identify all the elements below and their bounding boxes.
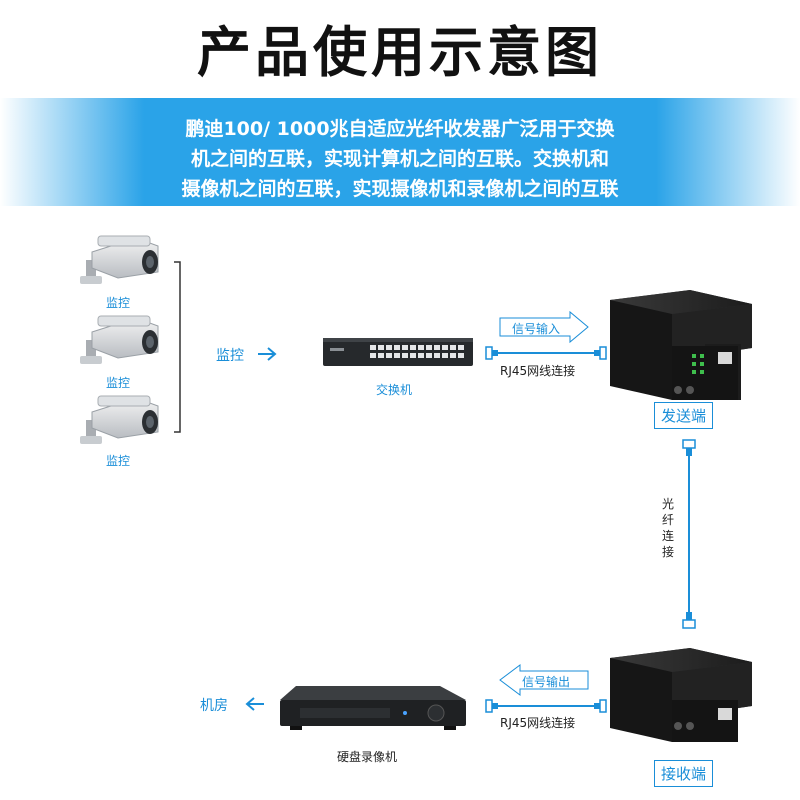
camera-2 [80, 316, 158, 364]
signal-in-label: 信号输入 [512, 320, 560, 337]
fiber-label-char: 接 [660, 544, 676, 560]
fiber-label-char: 纤 [660, 512, 676, 528]
fiber-label-char: 光 [660, 496, 676, 512]
camera-2-label: 监控 [106, 374, 130, 391]
sender-label: 发送端 [654, 402, 713, 429]
camera-3 [80, 396, 158, 444]
receiver-label: 接收端 [654, 760, 713, 787]
sender-transceiver [610, 290, 752, 400]
switch-label: 交换机 [376, 381, 412, 398]
fiber-cable [683, 440, 695, 628]
rj45-bottom-label: RJ45网线连接 [500, 714, 575, 731]
nvr-label: 硬盘录像机 [337, 748, 397, 765]
switch-device [323, 338, 473, 366]
arrow-right-icon [258, 348, 275, 360]
arrow-left-icon [247, 698, 264, 710]
rj45-top-label: RJ45网线连接 [500, 362, 575, 379]
room-label: 机房 [200, 695, 228, 715]
nvr-device [280, 686, 466, 730]
signal-out-label: 信号输出 [522, 673, 570, 690]
camera-group-bracket [174, 262, 180, 432]
rj45-cable-bottom [486, 700, 606, 712]
camera-1 [80, 236, 158, 284]
camera-3-label: 监控 [106, 452, 130, 469]
rj45-cable-top [486, 347, 606, 359]
receiver-transceiver [610, 648, 752, 742]
fiber-label-char: 连 [660, 528, 676, 544]
camera-1-label: 监控 [106, 294, 130, 311]
fiber-label: 光 纤 连 接 [660, 496, 676, 560]
monitor-label: 监控 [216, 345, 244, 365]
